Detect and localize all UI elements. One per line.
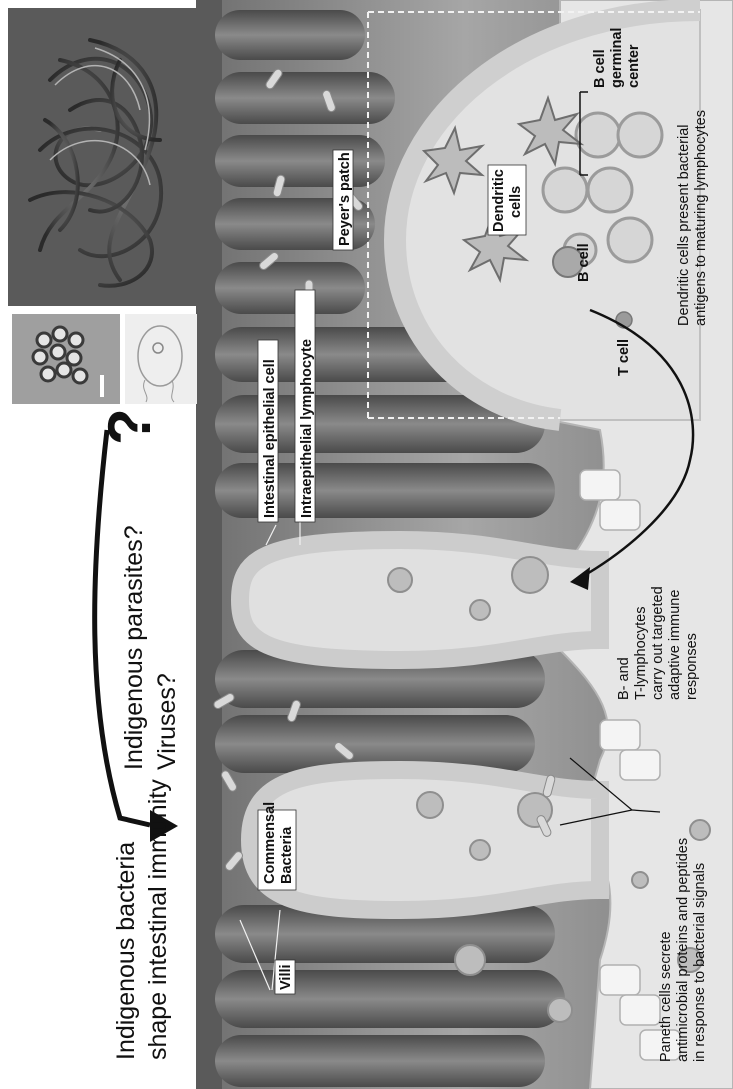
virus-micrograph: [12, 314, 120, 404]
t-cell-label: T cell: [616, 339, 632, 376]
germinal-label-1: B cell: [592, 49, 608, 88]
commensal-label-1: Commensal: [262, 802, 278, 884]
germinal-label-2: germinal: [609, 28, 625, 88]
bt-line-5: responses: [684, 633, 700, 700]
bt-line-2: T-lymphocytes: [633, 607, 649, 700]
paneth-line-1: Paneth cells secrete: [658, 931, 674, 1062]
epithelial-label: Intestinal epithelial cell: [262, 359, 278, 518]
villi-label: Villi: [278, 964, 294, 990]
question-mark: ?: [96, 408, 163, 445]
b-cell-label: B cell: [576, 243, 592, 282]
peyers-label: Peyer's patch: [337, 152, 353, 246]
scale-bar: [100, 375, 104, 397]
intraepithelial-label: Intraepithelial lymphocyte: [299, 339, 315, 518]
villus-middle: [240, 540, 600, 660]
bt-line-4: adaptive immune: [667, 590, 683, 700]
bt-line-3: carry out targeted: [650, 586, 666, 700]
bt-line-1: B- and: [616, 657, 632, 700]
parasites-line-2: Viruses?: [153, 673, 181, 770]
dendritic-label-2: cells: [508, 186, 524, 218]
dc-present-line-1: Dendritic cells present bacterial: [676, 125, 692, 326]
parasites-line-1: Indigenous parasites?: [120, 525, 148, 770]
protozoan-micrograph: [125, 314, 197, 404]
germinal-label-3: center: [626, 44, 642, 88]
protozoan-photo-frame: [125, 314, 197, 404]
intestine-illustration: [196, 0, 733, 1089]
paneth-line-2: antimicrobial proteins and peptides: [675, 838, 691, 1062]
title-line-2: shape intestinal immunity: [144, 779, 172, 1060]
commensal-label-2: Bacteria: [279, 826, 295, 884]
worm-photo: [8, 8, 196, 306]
paneth-line-3: in response to bacterial signals: [692, 863, 708, 1062]
worm-photo-frame: [8, 8, 196, 306]
dendritic-label-1: Dendritic: [491, 169, 507, 232]
title-line-1: Indigenous bacteria: [112, 842, 140, 1060]
virus-particles: [33, 327, 87, 383]
dc-present-line-2: antigens to maturing lymphocytes: [693, 110, 709, 326]
